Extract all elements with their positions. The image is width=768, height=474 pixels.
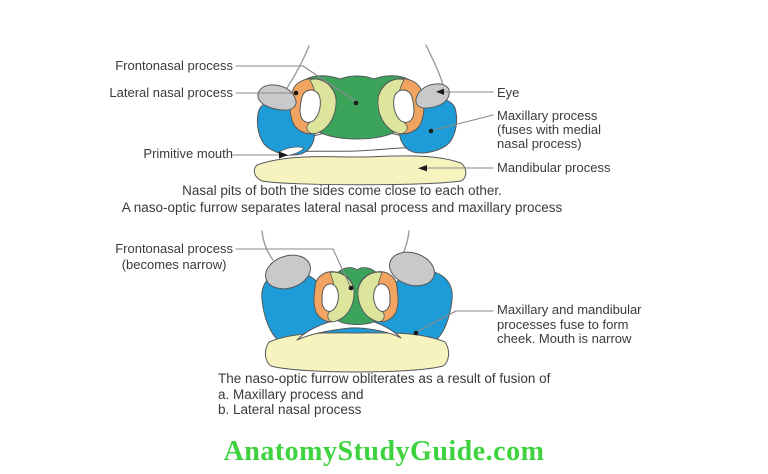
site-watermark: AnatomyStudyGuide.com: [223, 436, 545, 467]
arrow-primitive-mouth: [279, 151, 288, 159]
figure2-caption: The naso-optic furrow obliterates as a r…: [218, 371, 551, 417]
marker-cheek: [413, 330, 419, 336]
mandibular-process-shape: [253, 155, 467, 186]
label-maxillary-process: Maxillary process (fuses with medial nas…: [497, 108, 602, 151]
eye-left-shape: [257, 84, 297, 111]
marker-frontonasal-1: [353, 100, 359, 106]
label-cheek-fusion: Maxillary and mandibular processes fuse …: [497, 302, 642, 346]
leader-frontonasal-2: [235, 248, 351, 287]
nasal-pit-left-shape: [299, 89, 321, 123]
label-lateral-nasal-process: Lateral nasal process: [109, 85, 233, 100]
head-contour-left: [286, 45, 310, 89]
arrow-mandibular: [418, 165, 427, 172]
leader-maxillary: [433, 114, 494, 131]
head-contour-left-2: [261, 230, 274, 261]
label-primitive-mouth: Primitive mouth: [143, 146, 233, 161]
head-contour-right: [425, 44, 444, 86]
marker-frontonasal-2: [348, 285, 354, 291]
nasal-pit-right-2: [373, 283, 391, 312]
figure1-caption: Nasal pits of both the sides come close …: [121, 183, 563, 215]
label-frontonasal-process-2: Frontonasal process (becomes narrow): [115, 241, 233, 272]
nasal-pit-right-shape: [393, 89, 415, 123]
nasal-pit-left-2: [321, 283, 339, 312]
label-eye: Eye: [497, 85, 520, 100]
marker-lateral-nasal: [293, 90, 299, 96]
leader-frontonasal-1: [235, 65, 356, 102]
leader-cheek: [417, 310, 494, 332]
mandibular-process-2-shape: [264, 332, 450, 373]
figure2-diagram: [235, 230, 494, 373]
eye-left-2-shape: [265, 254, 311, 290]
arrow-eye: [436, 88, 444, 95]
label-mandibular-process: Mandibular process: [497, 160, 611, 175]
figure1-diagram: [232, 44, 494, 186]
label-frontonasal-process-1: Frontonasal process: [115, 58, 233, 73]
marker-maxillary: [428, 128, 434, 134]
eye-right-2-shape: [389, 251, 435, 287]
